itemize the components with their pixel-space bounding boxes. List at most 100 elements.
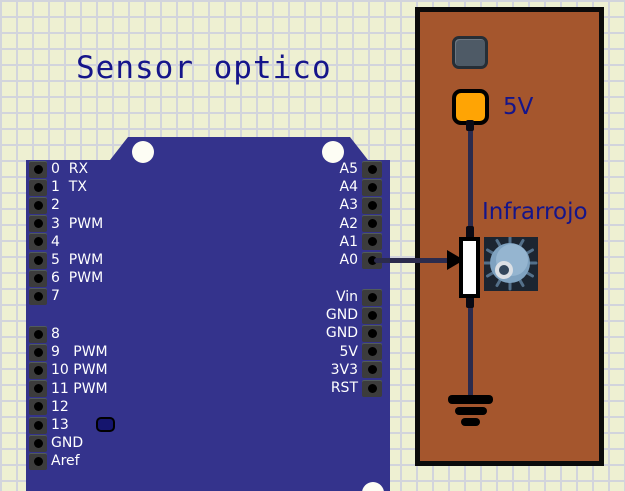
- pin13-led-icon: [96, 417, 115, 432]
- pin-row: 3V3: [296, 361, 386, 379]
- power-pad-5v[interactable]: [452, 89, 489, 125]
- pin-hole-icon: [367, 365, 377, 375]
- pin-socket[interactable]: [29, 398, 47, 416]
- pin-socket[interactable]: [29, 434, 47, 452]
- pin-socket[interactable]: [29, 269, 47, 287]
- pin-row: Vin: [296, 288, 386, 306]
- pin-hole-icon: [367, 383, 377, 393]
- pin-socket[interactable]: [362, 196, 382, 214]
- pin-socket[interactable]: [362, 178, 382, 196]
- diagram-title: Sensor optico: [76, 50, 332, 86]
- pin-group-digital-0-7: 0 RX 1 TX 2 3 PWM 4: [29, 160, 189, 306]
- pin-label: 8: [51, 326, 60, 343]
- pin-socket[interactable]: [362, 324, 382, 342]
- resistor-body[interactable]: [459, 237, 480, 298]
- pin-row: 6 PWM: [29, 269, 189, 287]
- pin-socket[interactable]: [362, 306, 382, 324]
- pin-socket[interactable]: [29, 380, 47, 398]
- pin-row: A1: [296, 233, 386, 251]
- pin-socket[interactable]: [362, 288, 382, 306]
- pin-socket[interactable]: [362, 160, 382, 178]
- pin-socket[interactable]: [362, 379, 382, 397]
- mounting-hole-icon: [322, 141, 344, 163]
- pin-label: 4: [51, 233, 60, 250]
- pin-socket[interactable]: [29, 325, 47, 343]
- pin-socket[interactable]: [362, 215, 382, 233]
- pin-socket[interactable]: [362, 251, 382, 269]
- pin-label: A4: [339, 179, 358, 196]
- pin-hole-icon: [367, 255, 377, 265]
- pin-hole-icon: [33, 329, 43, 339]
- sensor-label: Infrarrojo: [482, 199, 588, 225]
- pin-hole-icon: [33, 365, 43, 375]
- pin-hole-icon: [367, 310, 377, 320]
- pin-row: 0 RX: [29, 160, 189, 178]
- pin-row: GND: [296, 324, 386, 342]
- pin-hole-icon: [33, 219, 43, 229]
- pin-hole-icon: [367, 164, 377, 174]
- pin-hole-icon: [33, 456, 43, 466]
- pin-row: A2: [296, 215, 386, 233]
- pin-row: A0: [296, 251, 386, 269]
- pin-row: GND: [296, 306, 386, 324]
- pin-row: A3: [296, 196, 386, 214]
- pin-socket[interactable]: [29, 343, 47, 361]
- pin-row: 7: [29, 287, 189, 305]
- pin-socket[interactable]: [29, 178, 47, 196]
- pin-row: A4: [296, 178, 386, 196]
- pin-group-analog: A5 A4 A3 A2 A1 A0: [296, 160, 386, 269]
- pin-row: 2: [29, 196, 189, 214]
- pin-label: Aref: [51, 453, 80, 470]
- wire-a0-to-sensor[interactable]: [374, 258, 450, 263]
- pin-hole-icon: [33, 182, 43, 192]
- pin-hole-icon: [33, 402, 43, 412]
- pin-label: 13: [51, 417, 69, 434]
- pin-label: 0 RX: [51, 161, 89, 178]
- pin-label: RST: [330, 380, 358, 397]
- pin-hole-icon: [33, 384, 43, 394]
- gray-pad[interactable]: [452, 36, 488, 69]
- pin-hole-icon: [367, 328, 377, 338]
- pin-label: 2: [51, 197, 60, 214]
- pin-row: 9 PWM: [29, 343, 189, 361]
- pin-socket[interactable]: [29, 361, 47, 379]
- pin-socket[interactable]: [29, 452, 47, 470]
- pin-socket[interactable]: [362, 233, 382, 251]
- resistor-pin-stub: [466, 226, 474, 241]
- pin-socket[interactable]: [362, 343, 382, 361]
- pin-row: 10 PWM: [29, 361, 189, 379]
- pin-label: A0: [339, 252, 358, 269]
- pin-socket[interactable]: [29, 160, 47, 178]
- pin-label: GND: [325, 325, 358, 342]
- pin-socket[interactable]: [29, 287, 47, 305]
- pin-label: 3V3: [330, 361, 358, 378]
- mounting-hole-icon: [132, 141, 154, 163]
- pin-group-power: Vin GND GND 5V 3V3 R: [296, 288, 386, 397]
- pin-hole-icon: [33, 237, 43, 247]
- pin-socket[interactable]: [29, 233, 47, 251]
- pin-label: Vin: [335, 289, 358, 306]
- pin-label: GND: [325, 307, 358, 324]
- mounting-hole-icon: [362, 482, 384, 491]
- pin-socket[interactable]: [29, 196, 47, 214]
- pin-label: 1 TX: [51, 179, 87, 196]
- pin-label: 5 PWM: [51, 252, 104, 269]
- pin-socket[interactable]: [29, 416, 47, 434]
- arduino-board[interactable]: [26, 137, 390, 491]
- pin-socket[interactable]: [29, 215, 47, 233]
- pin-socket[interactable]: [362, 361, 382, 379]
- pin-label: 7: [51, 288, 60, 305]
- pin-row: 8: [29, 325, 189, 343]
- pin-hole-icon: [33, 164, 43, 174]
- pin-row: GND: [29, 434, 189, 452]
- pin-hole-icon: [367, 182, 377, 192]
- pin-hole-icon: [367, 219, 377, 229]
- pin-label: A5: [339, 161, 358, 178]
- pin-label: 11 PWM: [51, 380, 108, 397]
- pin-label: 3 PWM: [51, 215, 104, 232]
- pin-row: 5 PWM: [29, 251, 189, 269]
- pin-row: 11 PWM: [29, 380, 189, 398]
- pin-socket[interactable]: [29, 251, 47, 269]
- pin-row: 1 TX: [29, 178, 189, 196]
- ir-led-icon[interactable]: [482, 235, 538, 291]
